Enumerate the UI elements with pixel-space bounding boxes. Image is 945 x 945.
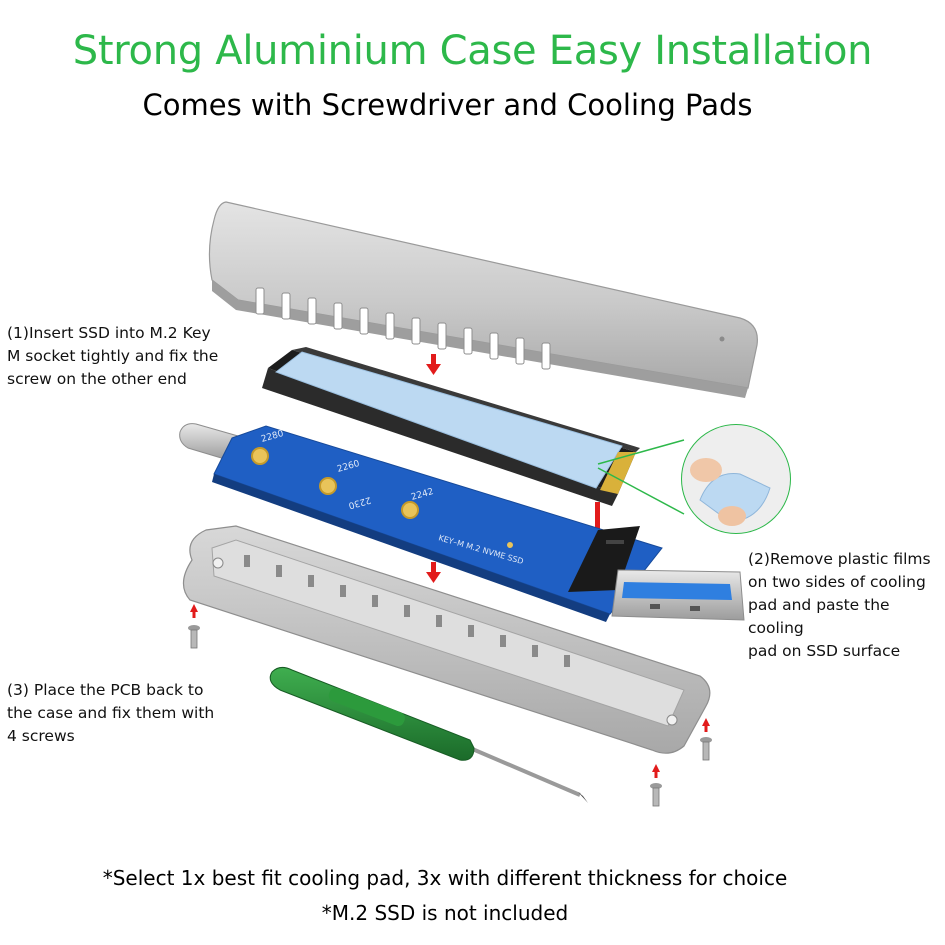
- cooling-pad-zoom-callout: [597, 424, 791, 534]
- aluminium-base-case: [182, 525, 711, 754]
- note-cooling-pad: *Select 1x best fit cooling pad, 3x with…: [102, 866, 788, 890]
- screwdriver-icon: [269, 666, 588, 803]
- step-1-text: (1)Insert SSD into M.2 Key M socket tigh…: [7, 322, 227, 391]
- step-2-text: (2)Remove plastic films on two sides of …: [748, 548, 944, 663]
- arrow-up-icon: [702, 718, 710, 732]
- screw-icon: [188, 625, 200, 649]
- screw-icon: [700, 737, 712, 761]
- step-1-line: M socket tightly and fix the: [7, 347, 219, 365]
- aluminium-lid: [208, 201, 758, 398]
- usb-a-plug: [611, 569, 745, 621]
- step-2-line: pad on SSD surface: [748, 642, 901, 660]
- arrow-down-icon: [426, 354, 441, 375]
- note-ssd-not-included: *M.2 SSD is not included: [321, 901, 569, 925]
- cooling-pad: [274, 351, 623, 489]
- step-2-line: pad and paste the cooling: [748, 596, 890, 637]
- screw-icon: [650, 783, 662, 807]
- step-2-line: on two sides of cooling: [748, 573, 926, 591]
- step-1-line: (1)Insert SSD into M.2 Key: [7, 324, 211, 342]
- step-3-line: 4 screws: [7, 727, 75, 745]
- page-subtitle: Comes with Screwdriver and Cooling Pads: [142, 88, 753, 122]
- step-1-line: screw on the other end: [7, 370, 187, 388]
- arrow-down-icon: [426, 562, 441, 583]
- arrow-up-icon: [190, 604, 198, 618]
- step-3-line: the case and fix them with: [7, 704, 215, 722]
- step-3-line: (3) Place the PCB back to: [7, 681, 204, 699]
- m2-ssd: [262, 347, 640, 506]
- page-title: Strong Aluminium Case Easy Installation: [72, 28, 873, 74]
- step-3-text: (3) Place the PCB back to the case and f…: [7, 679, 222, 748]
- step-2-line: (2)Remove plastic films: [748, 550, 931, 568]
- arrow-up-icon: [652, 764, 660, 778]
